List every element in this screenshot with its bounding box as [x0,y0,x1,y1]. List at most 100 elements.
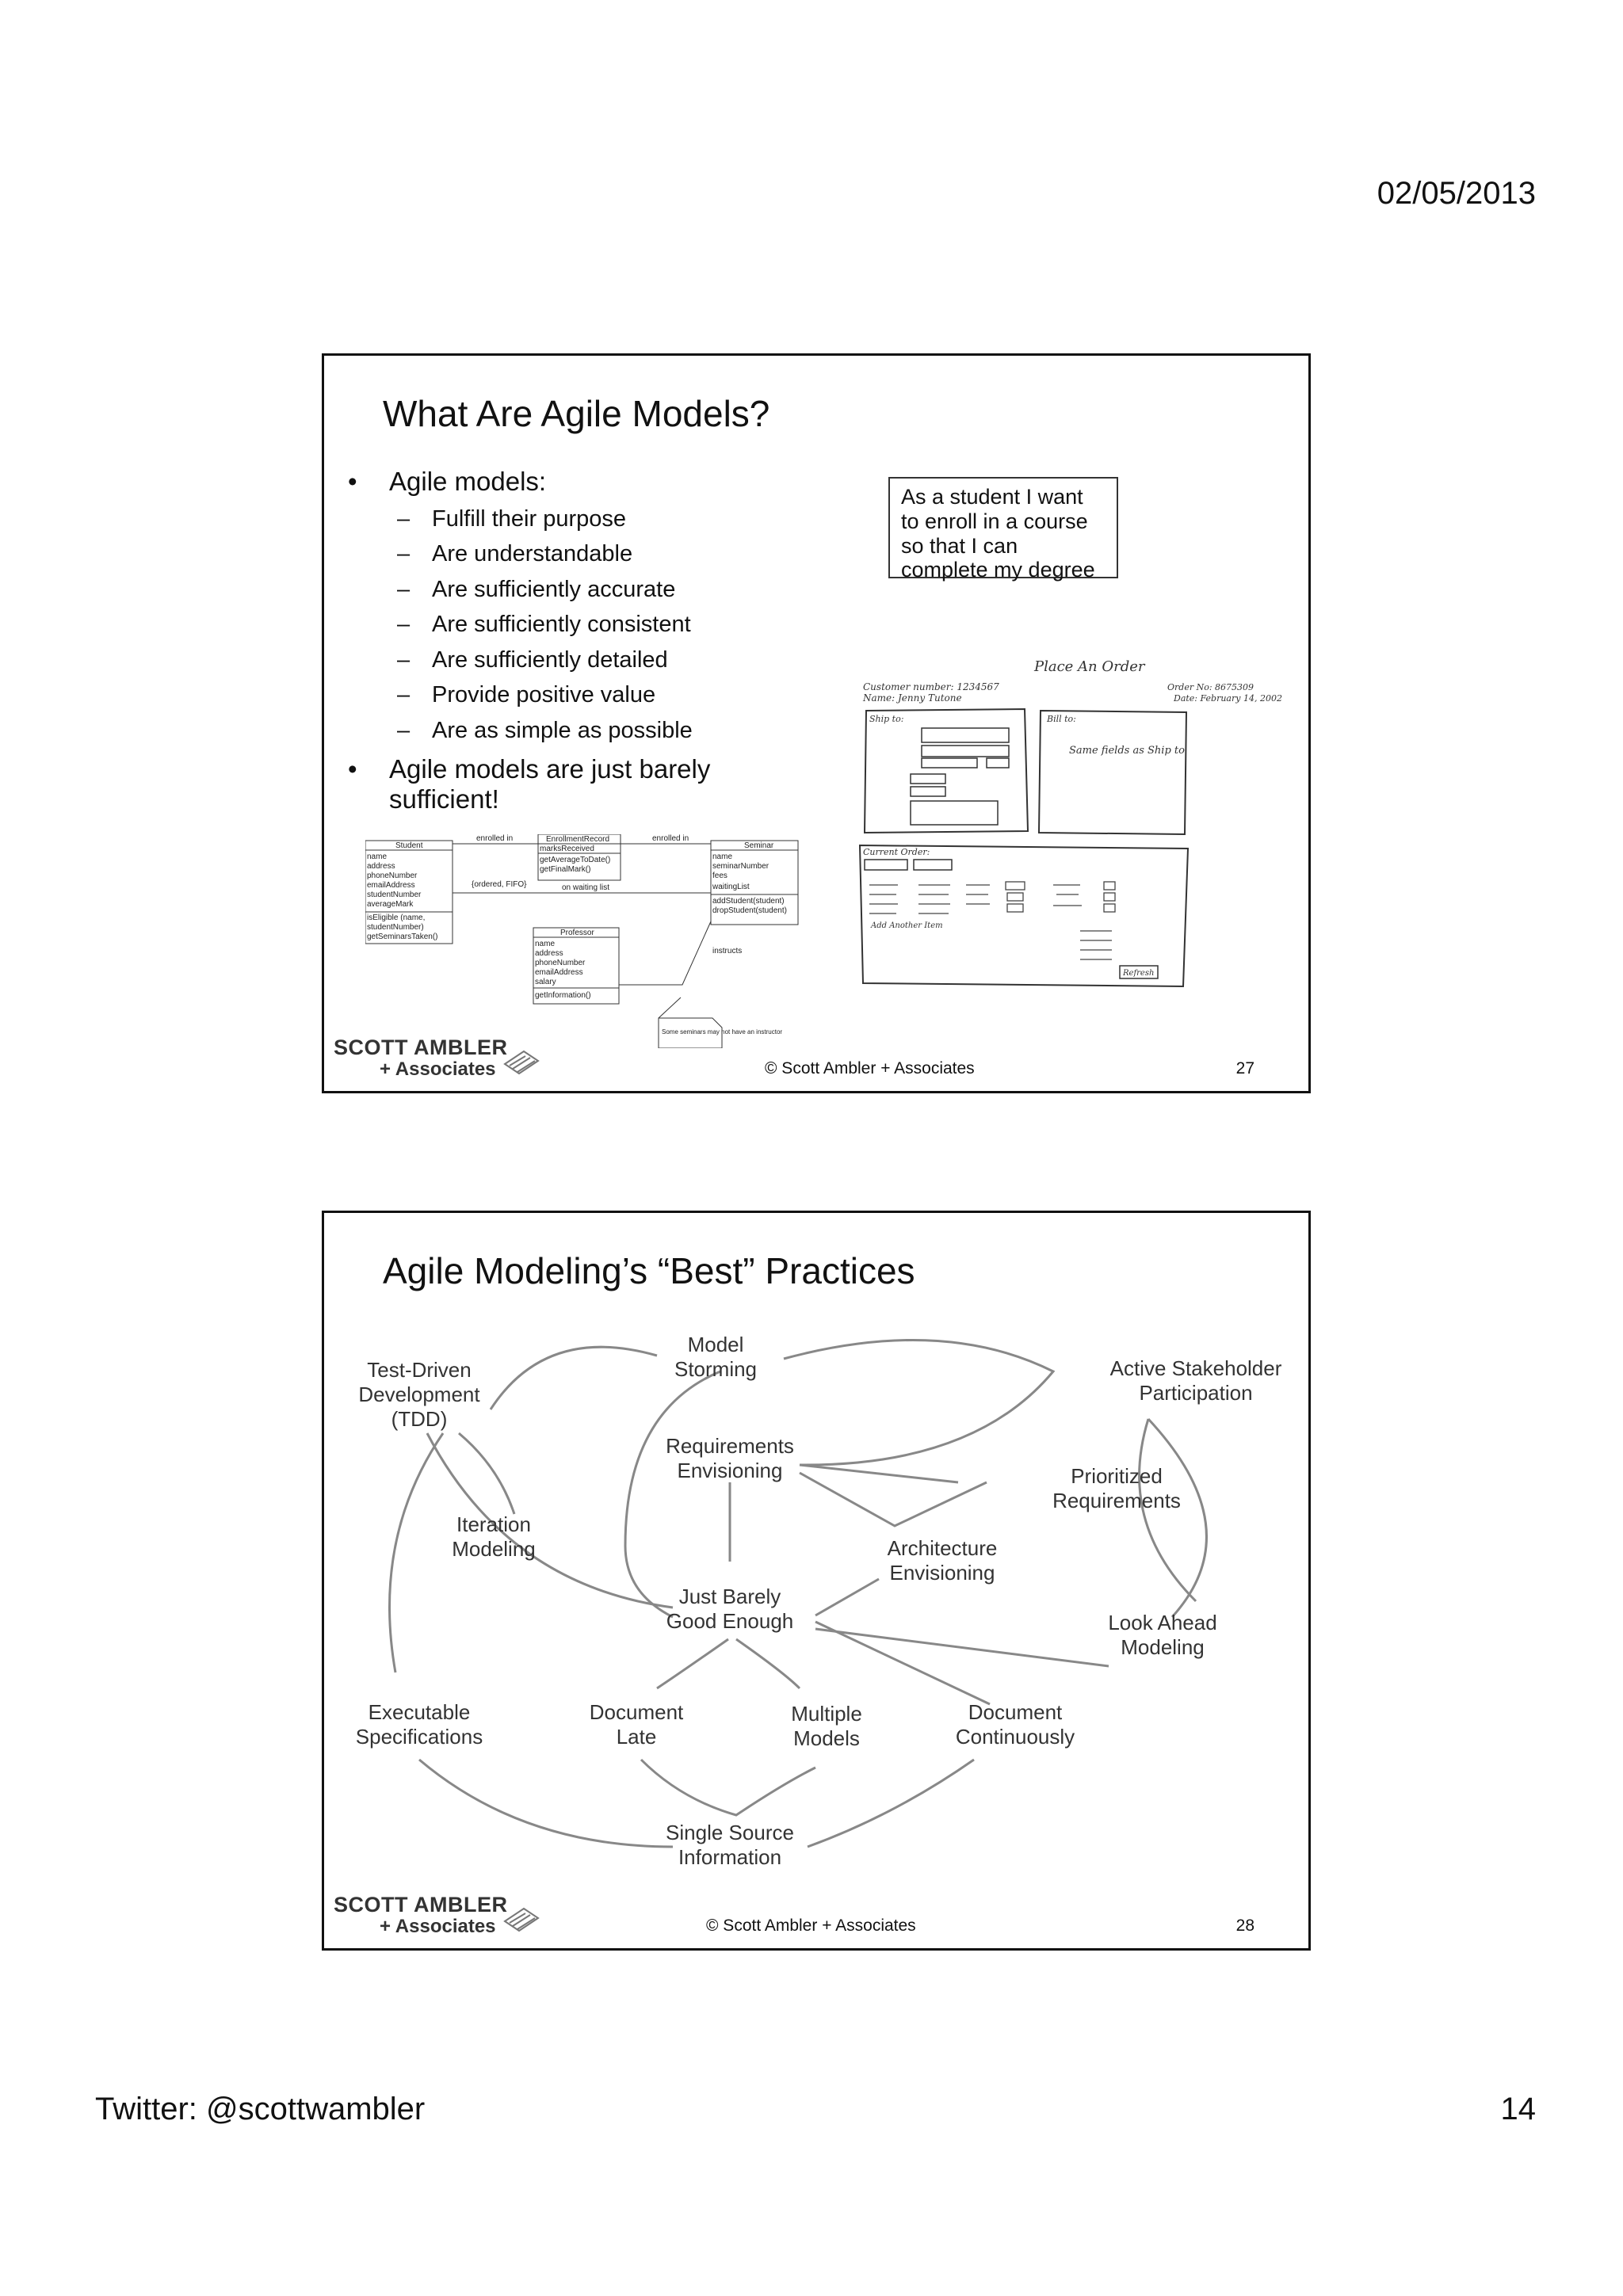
svg-text:address: address [535,949,563,958]
uml-label-enrolled-in: enrolled in [476,834,513,843]
uml-note [658,1017,723,1048]
slide-copyright: © Scott Ambler + Associates [706,1917,916,1935]
sketch-dropdown [910,773,946,784]
bill-to-box [1037,709,1188,836]
sub-bullet: Are understandable [348,536,823,572]
sketch-notes [910,800,999,826]
user-story-card: As a student I want to enroll in a cours… [888,477,1118,582]
svg-text:phoneNumber: phoneNumber [367,871,418,880]
uml-note-text: Some seminars may not have an instructor [662,1028,782,1035]
sketch-date: Date: February 14, 2002 [1173,693,1282,704]
svg-text:isEligible (name,: isEligible (name, [367,913,425,922]
svg-text:name: name [367,852,387,861]
uml-class-professor: Professor name address phoneNumber email… [533,927,620,1005]
scott-ambler-logo: SCOTT AMBLER + Associates [334,1893,540,1938]
sub-bullet: Are as simple as possible [348,713,823,749]
svg-text:studentNumber): studentNumber) [367,923,424,932]
sketch-name: Name: Jenny Tutone [862,692,962,704]
slide-title: What Are Agile Models? [383,393,770,434]
sketch-input [921,745,1010,757]
svg-text:marksReceived: marksReceived [540,845,594,853]
page-date: 02/05/2013 [1377,176,1536,211]
sketch-order-rows [869,881,1116,960]
svg-text:getFinalMark(): getFinalMark() [540,865,590,874]
svg-text:name: name [712,852,732,861]
twitter-handle: Twitter: @scottwambler [95,2092,426,2126]
svg-text:address: address [367,862,395,871]
svg-text:waitingList: waitingList [712,883,750,891]
slide-copyright: © Scott Ambler + Associates [765,1059,975,1077]
uml-class-student: Student name address phoneNumber emailAd… [365,840,453,944]
svg-text:fees: fees [712,871,727,880]
sketch-button [986,757,1010,769]
page-number: 14 [1500,2092,1537,2126]
slide-number: 28 [1235,1917,1254,1935]
sketch-input [921,757,978,769]
bullet-list: Agile models: Fulfill their purpose Are … [348,467,823,819]
bullet-agile-models: Agile models: [348,467,823,497]
sub-bullet: Are sufficiently consistent [348,607,823,643]
sub-bullet: Are sufficiently accurate [348,572,823,608]
svg-text:EnrollmentRecord: EnrollmentRecord [546,835,609,844]
sketch-button [913,859,953,871]
practices-diagram-edges [388,1339,1208,1848]
ship-to-box [863,707,1029,834]
uml-label-on-waiting-list: on waiting list [562,883,609,892]
sub-bullet: Are sufficiently detailed [348,643,823,678]
svg-text:getInformation(): getInformation() [535,991,591,1000]
logo-mark-icon [503,1050,540,1075]
svg-text:phoneNumber: phoneNumber [535,959,586,967]
uml-label-enrolled-in: enrolled in [652,834,689,843]
uml-label-ordered: {ordered, FIFO} [472,880,527,889]
scott-ambler-logo: SCOTT AMBLER + Associates [334,1035,540,1081]
svg-text:getSeminarsTaken(): getSeminarsTaken() [367,933,437,941]
svg-text:averageMark: averageMark [367,900,414,909]
slide-27: What Are Agile Models? Agile models: Ful… [322,353,1311,1093]
svg-text:getAverageToDate(): getAverageToDate() [540,856,610,864]
svg-text:Student: Student [395,841,423,850]
ui-sketch: Place An Order Customer number: 1234567 … [858,658,1282,988]
svg-text:emailAddress: emailAddress [535,968,583,977]
sketch-input [921,727,1010,743]
slide-number: 27 [1235,1059,1254,1077]
svg-text:Professor: Professor [560,929,594,937]
uml-class-diagram: Student name address phoneNumber emailAd… [365,834,799,1048]
uml-class-seminar: Seminar name seminarNumber fees waitingL… [710,840,799,925]
slide-title: Agile Modeling’s “Best” Practices [383,1250,915,1291]
svg-text:dropStudent(student): dropStudent(student) [712,906,787,915]
svg-text:addStudent(student): addStudent(student) [712,897,785,906]
sketch-current-order: Current Order: [863,847,930,857]
svg-text:name: name [535,940,555,948]
sub-bullet-list: Fulfill their purpose Are understandable… [348,502,823,749]
sketch-same-fields: Same fields as Ship to [1069,745,1185,757]
logo-mark-icon [503,1907,540,1932]
bullet-just-barely: Agile models are just barely sufficient! [348,754,762,814]
sketch-refresh-button [1119,965,1159,979]
sketch-button [864,859,908,871]
sketch-customer: Customer number: 1234567 [863,681,999,692]
uml-label-instructs: instructs [712,947,742,955]
sketch-dropdown [910,786,946,797]
sketch-refresh: Refresh [1122,969,1154,978]
sketch-order-no: Order No: 8675309 [1167,682,1254,692]
uml-associations [453,843,712,1019]
svg-text:seminarNumber: seminarNumber [712,862,769,871]
svg-text:Seminar: Seminar [744,841,774,850]
sketch-title: Place An Order [1033,658,1146,675]
sketch-add-another: Add Another Item [870,921,943,930]
current-order-box [858,844,1190,988]
